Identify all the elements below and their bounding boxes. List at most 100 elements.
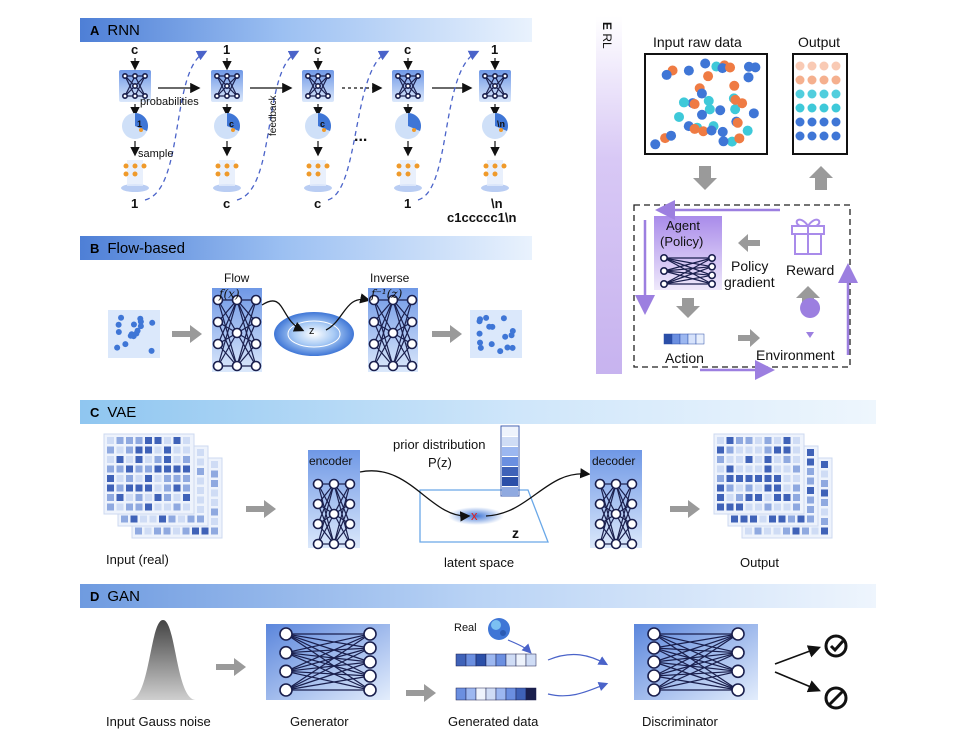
image-grid-cell	[807, 468, 814, 475]
net-node	[491, 93, 498, 100]
image-grid-cell	[183, 465, 190, 473]
net-node	[626, 498, 638, 510]
image-grid-cell	[726, 494, 734, 501]
image-grid-cell	[793, 475, 800, 482]
real-data-cell	[505, 653, 517, 667]
image-grid-cell	[211, 480, 218, 487]
disc-fake-arrow	[774, 671, 821, 693]
net-node	[212, 316, 224, 328]
image-grid-cell	[764, 465, 772, 473]
image-grid-cell	[197, 496, 204, 504]
image-grid-cell	[783, 475, 791, 482]
action-vector	[663, 333, 705, 345]
image-grid-cell	[807, 496, 814, 504]
image-grid-cell	[769, 515, 776, 523]
data-dot	[114, 344, 121, 351]
image-grid-cell	[116, 446, 124, 454]
image-grid-cell	[126, 465, 133, 473]
sample-token	[324, 163, 330, 169]
rnn-diagram	[119, 50, 511, 201]
sample-token	[315, 171, 321, 177]
net-edge	[217, 299, 238, 367]
image-grid-cell	[107, 494, 114, 501]
raw-data-dot	[718, 136, 729, 147]
image-grid-cell	[774, 456, 781, 463]
image-grid-cell	[135, 503, 143, 511]
data-dot	[130, 321, 137, 328]
net-node	[231, 360, 243, 372]
raw-data-dot	[706, 125, 717, 136]
net-edge	[373, 299, 394, 334]
sorted-data-dot	[807, 89, 817, 99]
image-grid-cell	[774, 475, 781, 482]
rnn-output-token: 1	[404, 196, 412, 211]
net-edge	[663, 257, 713, 285]
inverse-label: Inverse	[370, 271, 410, 285]
net-node	[387, 327, 399, 339]
net-node	[387, 294, 399, 306]
image-grid-cell	[197, 458, 204, 466]
panel-b-banner: B Flow-based	[80, 236, 532, 260]
net-edge	[236, 321, 257, 367]
generated-data-vector	[455, 687, 537, 701]
generated-data-cell	[455, 687, 467, 701]
generated-data-cell	[515, 687, 527, 701]
net-edge	[615, 513, 633, 545]
raw-data-dot	[715, 105, 726, 116]
net-node	[491, 73, 498, 80]
image-grid-cell	[145, 456, 152, 463]
raw-data-dot	[700, 58, 711, 69]
image-grid-cell	[135, 475, 143, 482]
image-grid-cell	[197, 468, 204, 475]
net-node	[250, 294, 262, 306]
image-grid-cell	[164, 503, 171, 511]
image-grid-cell	[126, 494, 133, 501]
net-node	[324, 93, 331, 100]
image-grid-cell	[168, 515, 176, 523]
image-grid-cell	[750, 515, 757, 523]
net-node	[304, 73, 311, 80]
image-grid-cell	[745, 494, 753, 501]
raw-data-dot	[697, 109, 708, 120]
net-edge	[236, 332, 257, 367]
sample-token	[405, 171, 411, 177]
image-grid-cell	[164, 465, 171, 473]
net-edge	[653, 633, 739, 663]
net-node	[363, 641, 377, 655]
net-node	[212, 338, 224, 350]
rl-down-arrow	[693, 166, 717, 190]
rnn-output-token: c	[314, 196, 322, 211]
sorted-data-dot	[819, 117, 829, 127]
image-grid-cell	[154, 465, 162, 473]
net-edge	[333, 483, 351, 545]
action-cell	[663, 333, 673, 345]
probability-pie-slice	[227, 113, 240, 131]
image-grid-cell	[201, 527, 209, 535]
panel-d-banner: D GAN	[80, 584, 876, 608]
data-dot	[504, 344, 511, 351]
image-grid-cell	[164, 475, 171, 482]
image-grid-cell	[164, 494, 171, 501]
sorted-data-dot	[795, 75, 805, 85]
forbidden-icon	[824, 686, 848, 710]
image-grid-cell	[183, 475, 190, 482]
net-node	[707, 262, 716, 271]
image-grid-cell	[783, 484, 791, 492]
sample-token	[306, 171, 312, 177]
image-grid-cell	[745, 437, 753, 444]
gauss-noise-curve	[130, 620, 196, 700]
image-grid-cell	[745, 446, 753, 454]
sample-token	[396, 163, 402, 169]
action-cell	[687, 333, 697, 345]
net-node	[406, 316, 418, 328]
net-node	[314, 73, 321, 80]
rl-loop-frame	[633, 204, 851, 368]
image-grid-cell	[764, 484, 772, 492]
image-grid-cell	[154, 437, 162, 444]
image-grid-cell	[726, 484, 734, 492]
net-edge	[333, 513, 351, 545]
net-edge	[285, 670, 371, 691]
image-grid-cell	[755, 484, 762, 492]
prior-distribution-label: prior distribution	[393, 437, 486, 452]
pie-label: c	[229, 119, 235, 129]
